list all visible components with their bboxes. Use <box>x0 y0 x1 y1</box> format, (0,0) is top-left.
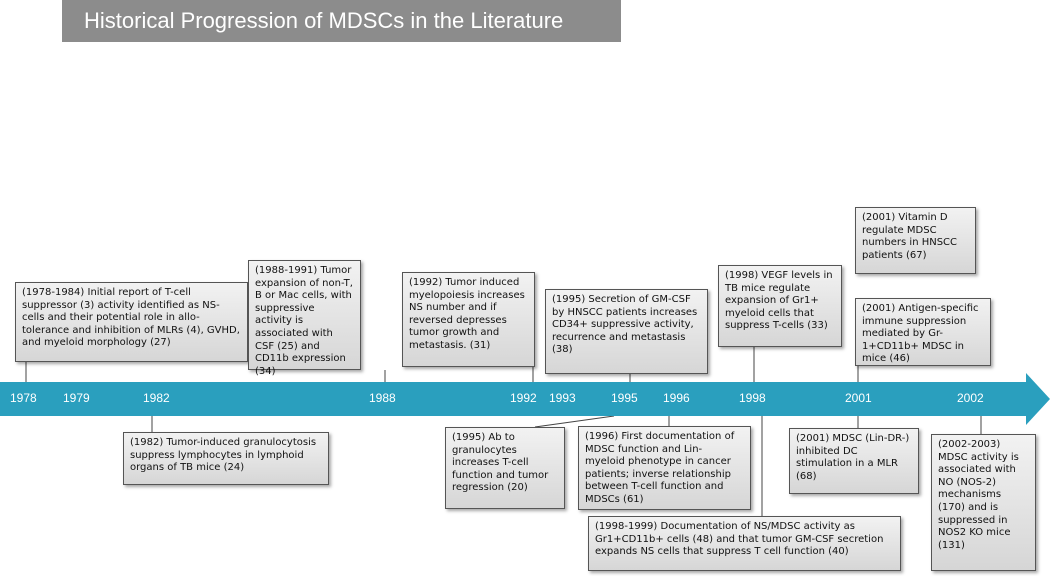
page-title: Historical Progression of MDSCs in the L… <box>62 0 621 42</box>
event-box-2002: (2002-2003) MDSC activity is associated … <box>931 434 1036 571</box>
event-box-1995b: (1995) Ab to granulocytes increases T-ce… <box>445 427 565 509</box>
event-box-1998b: (1998-1999) Documentation of NS/MDSC act… <box>588 516 901 571</box>
timeline-bar <box>0 382 1028 416</box>
year-label: 2001 <box>845 391 872 405</box>
timeline-arrowhead <box>1026 373 1050 425</box>
event-box-2001b: (2001) Antigen-specific immune suppressi… <box>855 298 991 366</box>
event-box-1998a: (1998) VEGF levels in TB mice regulate e… <box>718 265 842 347</box>
year-label: 1995 <box>611 391 638 405</box>
connector-1995b <box>534 415 615 428</box>
event-box-2001a: (2001) Vitamin D regulate MDSC numbers i… <box>855 207 976 274</box>
year-label: 1988 <box>369 391 396 405</box>
year-label: 1996 <box>663 391 690 405</box>
year-label: 1998 <box>739 391 766 405</box>
year-label: 1978 <box>10 391 37 405</box>
year-label: 1992 <box>510 391 537 405</box>
event-box-1996: (1996) First documentation of MDSC funct… <box>578 426 751 510</box>
event-box-2001c: (2001) MDSC (Lin-DR-) inhibited DC stimu… <box>789 428 919 494</box>
event-box-1988: (1988-1991) Tumor expansion of non-T, B … <box>248 260 361 377</box>
event-box-1995a: (1995) Secretion of GM-CSF by HNSCC pati… <box>545 289 708 374</box>
year-label: 1993 <box>549 391 576 405</box>
event-box-1978: (1978-1984) Initial report of T-cell sup… <box>15 282 248 362</box>
year-label: 2002 <box>957 391 984 405</box>
year-label: 1982 <box>143 391 170 405</box>
event-box-1982: (1982) Tumor-induced granulocytosis supp… <box>123 432 329 485</box>
year-label: 1979 <box>63 391 90 405</box>
event-box-1992: (1992) Tumor induced myelopoiesis increa… <box>402 272 535 367</box>
